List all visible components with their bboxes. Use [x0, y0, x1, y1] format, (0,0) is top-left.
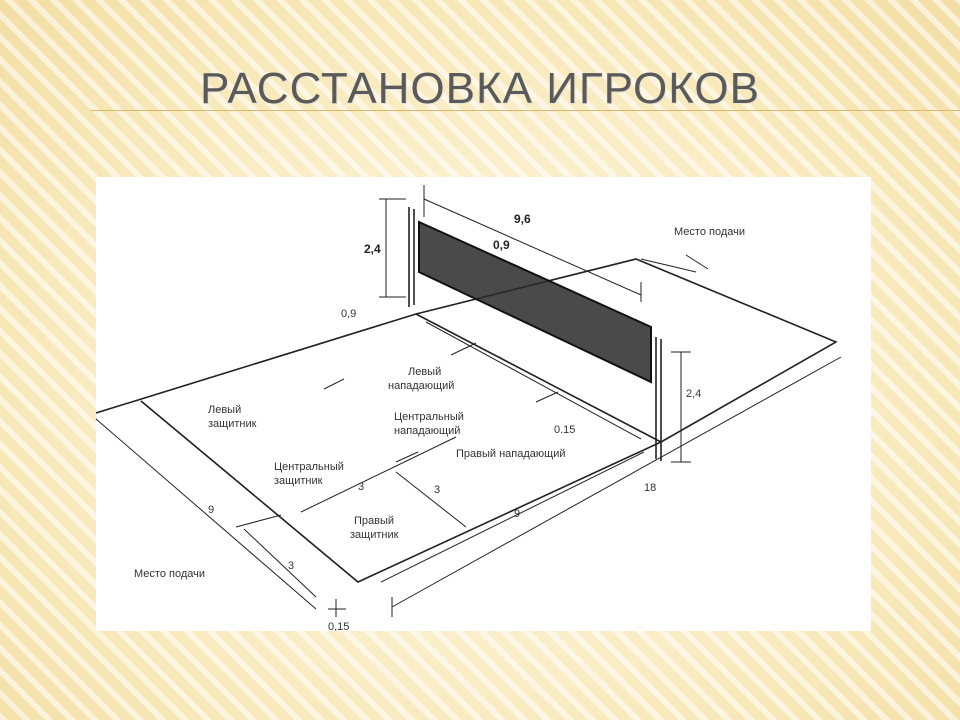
court-near-outline: [96, 313, 663, 583]
half-width-label: 9: [208, 504, 214, 516]
net-width-label: 0,9: [493, 238, 510, 252]
right-defender-label-2: защитник: [350, 529, 399, 541]
slide-title: РАССТАНОВКА ИГРОКОВ: [200, 64, 760, 113]
left-attacker-label-2: нападающий: [388, 380, 454, 392]
service-zone-label: 3: [288, 560, 294, 572]
half-length-label: 9: [514, 508, 520, 520]
center-defender-label-1: Центральный: [274, 461, 344, 473]
dimension-lines: [96, 185, 842, 617]
court-diagram: 9,6 0,9 2,4 0,9 2,4 0.15 18 9 9 3 3 3 0,…: [96, 177, 871, 631]
net-mesh: [419, 222, 651, 382]
center-attacker-label-2: нападающий: [394, 425, 460, 437]
volleyball-net: [408, 207, 662, 461]
diagram-labels: 9,6 0,9 2,4 0,9 2,4 0.15 18 9 9 3 3 3 0,…: [134, 212, 745, 631]
far-service-mark: [640, 258, 697, 273]
court-diagram-svg: 9,6 0,9 2,4 0,9 2,4 0.15 18 9 9 3 3 3 0,…: [96, 185, 842, 631]
attack-gap-label: 0.15: [554, 424, 575, 436]
court-end-line: [357, 441, 662, 583]
net-band: [418, 220, 652, 384]
left-defender-label-2: защитник: [208, 418, 257, 430]
right-attacker-label: Правый нападающий: [456, 448, 565, 460]
right-defender-label-1: Правый: [354, 515, 394, 527]
zone-left-label: 3: [358, 481, 364, 493]
post-height-left-label: 2,4: [364, 242, 381, 256]
center-defender-label-2: защитник: [274, 475, 323, 487]
service-zone-mark: [235, 514, 282, 528]
left-attacker-label-1: Левый: [408, 366, 441, 378]
service-place-bottom-label: Место подачи: [134, 568, 205, 580]
line-width-label: 0,15: [328, 621, 349, 631]
title-divider: [90, 110, 960, 111]
net-length-label: 9,6: [514, 212, 531, 226]
court-length-label: 18: [644, 482, 656, 494]
left-defender-label-1: Левый: [208, 404, 241, 416]
zone-right-label: 3: [434, 484, 440, 496]
post-offset-label: 0,9: [341, 308, 356, 320]
court-lines: [96, 258, 838, 583]
court-left-sideline: [140, 400, 359, 583]
attack-line: [425, 321, 642, 440]
center-attacker-label-1: Центральный: [394, 411, 464, 423]
post-height-right-label: 2,4: [686, 388, 701, 400]
service-place-top-label: Место подачи: [674, 226, 745, 238]
